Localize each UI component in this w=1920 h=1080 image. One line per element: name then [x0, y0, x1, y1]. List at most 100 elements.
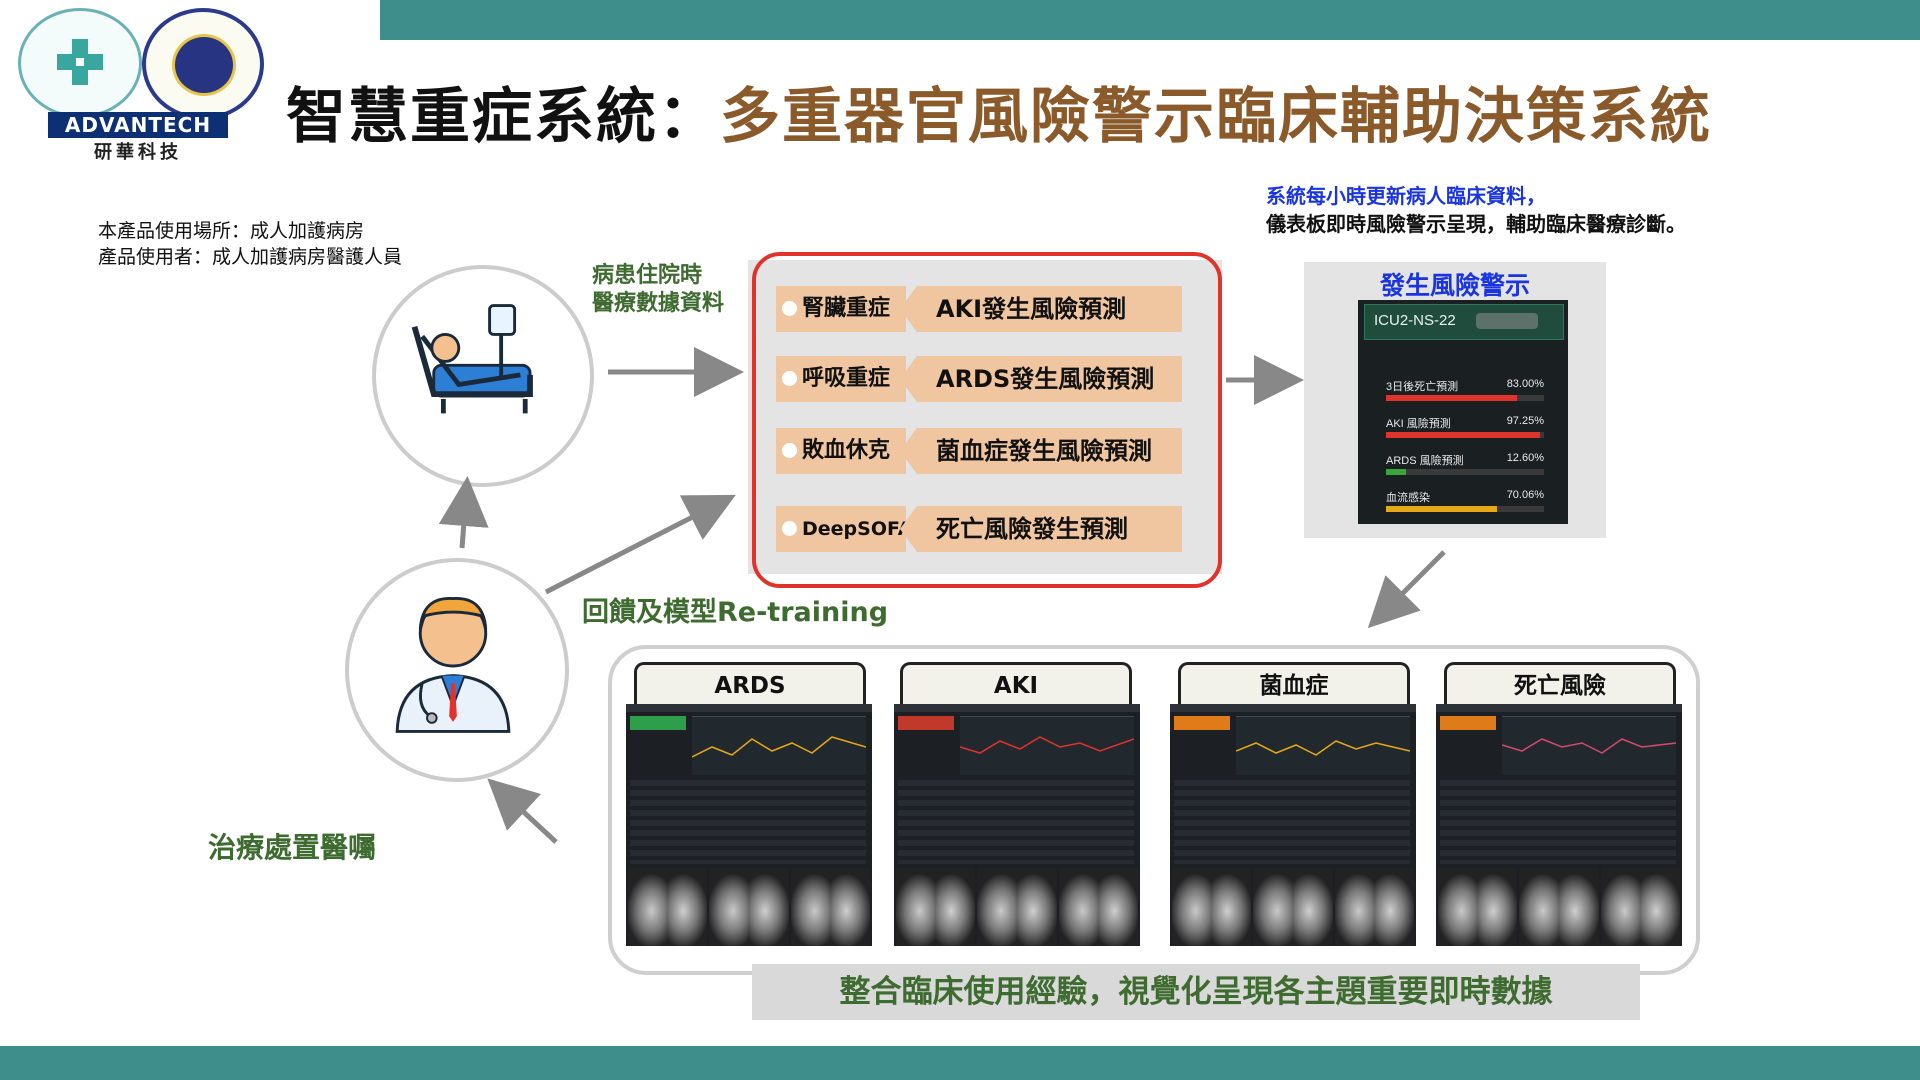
risk-value: 12.60% [1506, 452, 1544, 464]
model-name: 菌血症發生風險預測 [900, 428, 1182, 474]
dashboard-tab-mortality: 死亡風險 [1444, 662, 1676, 707]
title-main: 智慧重症系統： [286, 82, 720, 152]
chest-xray [628, 868, 708, 946]
dashboard-highlight [630, 716, 686, 730]
arrow-alert-to-dashboards [1367, 550, 1446, 629]
chest-xray-strip [1172, 868, 1414, 946]
dashboard-tab-aki: AKI [900, 662, 1132, 707]
patient-bed-icon [411, 304, 533, 414]
treatment-orders-label: 治療處置醫囑 [208, 831, 377, 864]
dashboard-graph [1235, 716, 1411, 775]
doctor-icon [395, 597, 511, 733]
dashboard-header [1170, 704, 1416, 712]
model-row-sepsis: 敗血休克 菌血症發生風險預測 [776, 428, 1182, 474]
dashboard-screenshot-ards [626, 704, 872, 946]
patient-id: ICU2-NS-22 [1374, 312, 1456, 329]
arrow-doctor-to-patient [438, 476, 489, 549]
dashboard-table [1174, 780, 1410, 864]
chest-xray-strip [628, 868, 870, 946]
risk-bar [1386, 506, 1544, 512]
bottom-accent-bar [0, 1046, 1920, 1080]
advantech-logo-subtitle: 研華科技 [94, 142, 182, 163]
dashboard-highlight [898, 716, 954, 730]
risk-label: AKI 風險預測 [1386, 418, 1451, 430]
alert-title: 發生風險警示 [1379, 271, 1530, 300]
model-name: ARDS發生風險預測 [900, 356, 1182, 402]
update-note-line2: 儀表板即時風險警示呈現，輔助臨床醫療診斷。 [1266, 212, 1686, 236]
feedback-label: 回饋及模型Re-training [582, 597, 889, 628]
chest-xray [1600, 868, 1680, 946]
arrow-dashboards-to-doctor [487, 778, 558, 844]
model-tag: 呼吸重症 [776, 356, 906, 402]
cross-icon [57, 39, 103, 85]
chest-xray [977, 868, 1057, 946]
patient-name-redacted [1476, 313, 1538, 329]
taichung-veterans-hospital-logo [18, 8, 142, 118]
model-panel-frame [752, 252, 1222, 588]
risk-bar-fill [1386, 469, 1406, 475]
advantech-logo: ADVANTECH [48, 112, 228, 138]
risk-bar-fill [1386, 506, 1497, 512]
chest-xray [1172, 868, 1252, 946]
risk-bloodstream-infection: 血流感染 70.06% [1386, 489, 1544, 512]
chest-xray [790, 868, 870, 946]
risk-bar-fill [1386, 395, 1518, 401]
risk-bar [1386, 395, 1544, 401]
seal-icon [172, 34, 236, 96]
update-note: 系統每小時更新病人臨床資料， 儀表板即時風險警示呈現，輔助臨床醫療診斷。 [1266, 182, 1686, 238]
slide-title: 智慧重症系統：多重器官風險警示臨床輔助決策系統 [286, 68, 1712, 155]
dashboard-header [626, 704, 872, 712]
dashboard-tab-sepsis: 菌血症 [1178, 662, 1410, 707]
dashboard-graph [691, 716, 867, 775]
arrow-doctor-to-models [544, 494, 736, 595]
model-tag: DeepSOFA [776, 506, 912, 552]
chest-xray [1438, 868, 1518, 946]
doctor-circle [345, 558, 569, 782]
dashboard-graph [1501, 716, 1677, 775]
tunghai-university-logo [142, 8, 264, 120]
dashboard-highlight [1440, 716, 1496, 730]
update-note-line1: 系統每小時更新病人臨床資料， [1266, 184, 1546, 208]
clinical-data-label-line1: 病患住院時 [592, 263, 703, 288]
title-accent: 多重器官風險警示臨床輔助決策系統 [720, 82, 1712, 152]
dashboard-table [1440, 780, 1676, 864]
usage-info: 本產品使用場所：成人加護病房 產品使用者：成人加護病房醫護人員 [98, 218, 402, 270]
clinical-data-label: 病患住院時 醫療數據資料 [592, 262, 724, 318]
chest-xray-strip [1438, 868, 1680, 946]
clinical-data-label-line2: 醫療數據資料 [592, 291, 725, 316]
model-row-deepsofa: DeepSOFA 死亡風險發生預測 [776, 506, 1182, 552]
chest-xray [709, 868, 789, 946]
chest-xray [896, 868, 976, 946]
model-tag: 敗血休克 [776, 428, 906, 474]
alert-card-header [1364, 304, 1564, 340]
dashboard-header [1436, 704, 1682, 712]
chest-xray [1058, 868, 1138, 946]
dashboard-screenshot-sepsis [1170, 704, 1416, 946]
dashboard-header [894, 704, 1140, 712]
dashboard-highlight [1174, 716, 1230, 730]
risk-bar [1386, 432, 1544, 438]
risk-label: 血流感染 [1386, 492, 1430, 504]
risk-aki: AKI 風險預測 97.25% [1386, 415, 1544, 438]
model-name: 死亡風險發生預測 [900, 506, 1182, 552]
risk-value: 70.06% [1506, 489, 1544, 501]
risk-ards: ARDS 風險預測 12.60% [1386, 452, 1544, 475]
dashboard-screenshot-mortality [1436, 704, 1682, 946]
dashboard-graph [959, 716, 1135, 775]
usage-location: 本產品使用場所：成人加護病房 [98, 220, 365, 242]
model-tag: 腎臟重症 [776, 286, 906, 332]
dashboard-table [898, 780, 1134, 864]
chest-xray [1334, 868, 1414, 946]
chest-xray [1519, 868, 1599, 946]
risk-label: ARDS 風險預測 [1386, 455, 1464, 467]
risk-label: 3日後死亡預測 [1386, 381, 1459, 393]
model-row-ards: 呼吸重症 ARDS發生風險預測 [776, 356, 1182, 402]
model-name: AKI發生風險預測 [900, 286, 1182, 332]
patient-circle [372, 265, 594, 487]
top-accent-bar [380, 0, 1920, 40]
risk-value: 97.25% [1506, 415, 1544, 427]
risk-bar-fill [1386, 432, 1540, 438]
risk-mortality: 3日後死亡預測 83.00% [1386, 378, 1544, 401]
risk-value: 83.00% [1506, 378, 1544, 390]
